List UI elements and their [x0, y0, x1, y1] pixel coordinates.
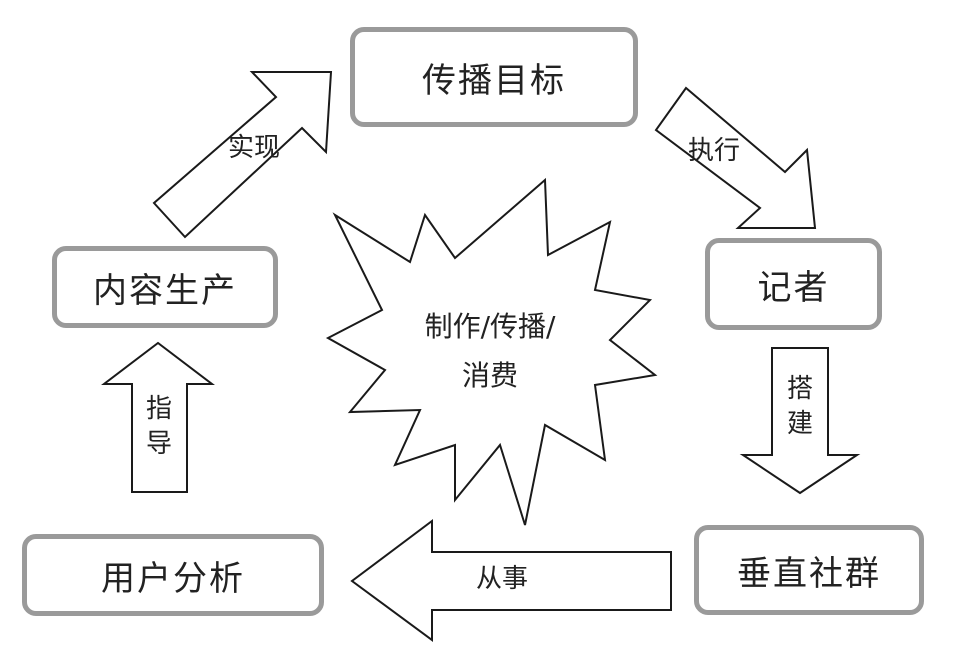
node-user-analysis: 用户分析	[22, 534, 324, 616]
arrow-build	[739, 347, 861, 495]
node-community: 垂直社群	[694, 525, 924, 615]
center-label: 制作/传播/ 消费	[400, 302, 580, 400]
node-reporter: 记者	[705, 238, 882, 330]
node-goal: 传播目标	[350, 27, 638, 127]
edge-label-guide: 指导	[145, 394, 172, 460]
node-reporter-label: 记者	[757, 267, 830, 308]
arrow-engage	[350, 519, 672, 642]
edge-label-engage: 从事	[476, 564, 529, 594]
arrow-realize	[152, 71, 333, 239]
edge-label-realize: 实现	[228, 133, 281, 163]
node-user-analysis-label: 用户分析	[101, 558, 245, 599]
edge-label-build: 搭建	[786, 374, 813, 440]
node-community-label: 垂直社群	[737, 553, 881, 594]
node-content-label: 内容生产	[93, 270, 237, 311]
arrow-execute	[654, 86, 817, 229]
center-label-line1: 制作/传播/	[424, 310, 556, 343]
center-starburst	[325, 177, 658, 526]
edge-label-execute: 执行	[688, 136, 741, 166]
center-label-line2: 消费	[461, 359, 518, 392]
node-goal-label: 传播目标	[422, 60, 566, 101]
node-content: 内容生产	[52, 246, 278, 328]
arrow-guide	[101, 341, 215, 493]
